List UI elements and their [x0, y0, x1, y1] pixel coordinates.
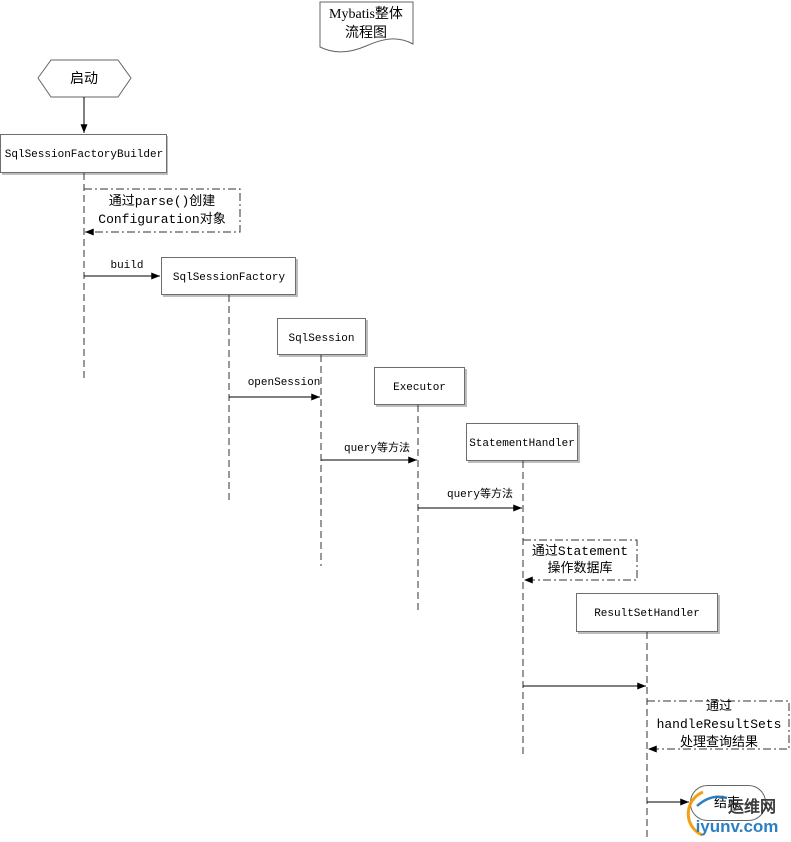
watermark-logo: 运维网 iyunv.com	[686, 790, 779, 837]
start-hexagon: 启动	[37, 59, 132, 98]
note-line: 通过	[706, 699, 732, 714]
self-message-statement: 通过Statement 操作数据库	[523, 539, 638, 584]
participant-sqlsession: SqlSession	[277, 318, 368, 357]
watermark-swoosh-icon	[686, 790, 704, 837]
message-opensession: openSession	[229, 377, 321, 401]
message-build: build	[84, 260, 160, 280]
watermark-cn: 运维网	[728, 797, 776, 816]
message-query-2: query等方法	[418, 486, 522, 512]
note-line: 操作数据库	[547, 560, 612, 576]
participant-sqlsessionfactory: SqlSessionFactory	[161, 257, 298, 297]
participant-executor: Executor	[374, 367, 467, 407]
message-label: query等方法	[344, 440, 410, 455]
participant-label: SqlSessionFactoryBuilder	[5, 149, 163, 161]
participant-label: StatementHandler	[469, 438, 575, 450]
message-label: build	[110, 260, 143, 272]
note-line: handleResultSets	[657, 717, 782, 732]
self-message-handleresultsets: 通过 handleResultSets 处理查询结果	[647, 699, 790, 753]
participant-label: SqlSession	[288, 333, 354, 345]
note-line: Configuration对象	[98, 212, 225, 227]
note-line: 处理查询结果	[680, 735, 758, 750]
title-line-2: 流程图	[345, 25, 387, 41]
watermark-domain: iyunv.com	[696, 817, 779, 836]
title-line-1: Mybatis整体	[329, 6, 403, 22]
participant-resultsethandler: ResultSetHandler	[576, 593, 720, 634]
participant-statementhandler: StatementHandler	[466, 423, 580, 463]
watermark-arc-icon	[696, 795, 728, 807]
message-query-1: query等方法	[321, 440, 417, 464]
title-document-shape: Mybatis整体 流程图	[319, 1, 414, 53]
participant-sqlsessionfactorybuilder: SqlSessionFactoryBuilder	[0, 134, 168, 175]
participant-label: ResultSetHandler	[594, 608, 700, 620]
start-label: 启动	[70, 71, 98, 87]
end-label: 结束	[714, 795, 740, 810]
self-message-parse: 通过parse()创建 Configuration对象	[84, 188, 241, 236]
message-label: openSession	[248, 377, 321, 389]
note-line: 通过Statement	[532, 544, 628, 559]
participant-label: Executor	[393, 382, 446, 394]
participant-label: SqlSessionFactory	[173, 272, 286, 284]
message-label: query等方法	[447, 486, 513, 501]
note-line: 通过parse()创建	[109, 194, 216, 209]
